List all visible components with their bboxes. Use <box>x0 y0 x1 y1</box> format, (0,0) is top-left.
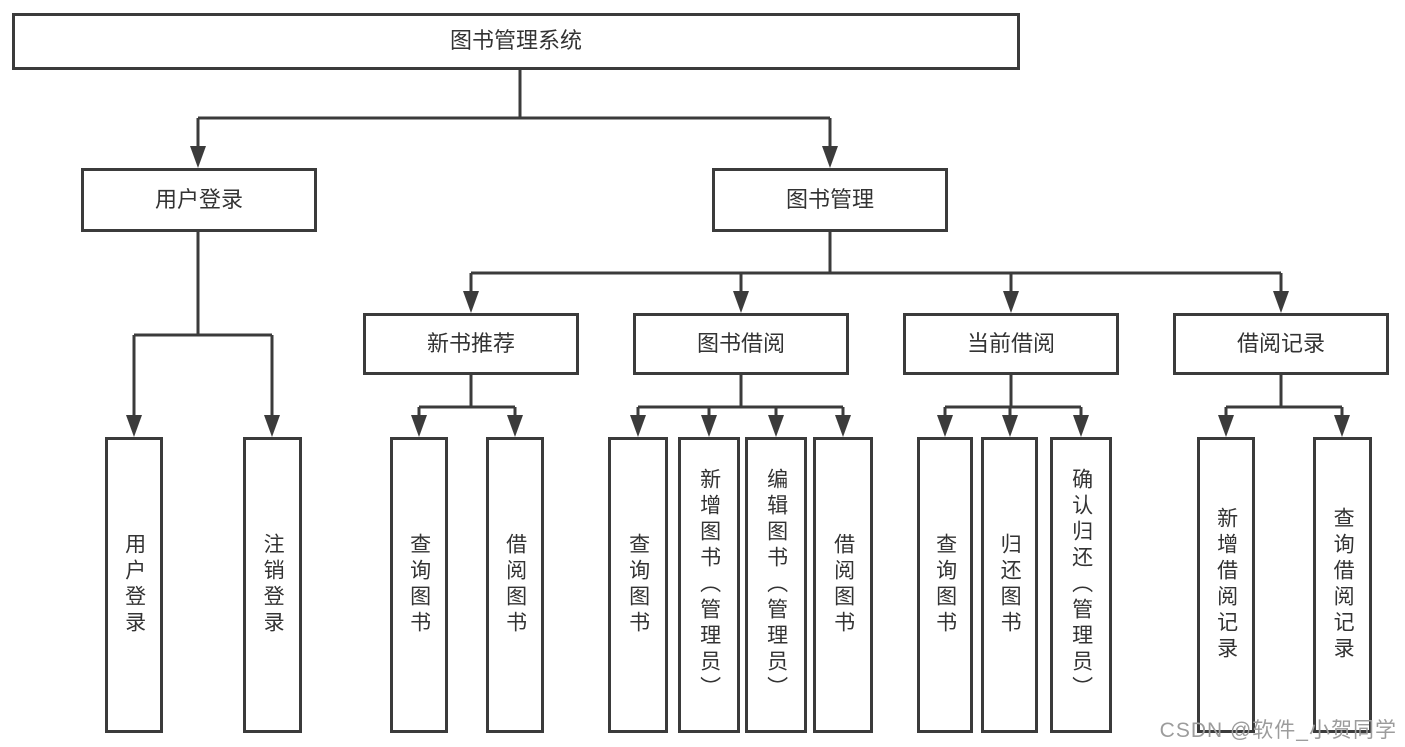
leaf-records-query-borrow-record: 查询借阅记录 <box>1313 437 1372 733</box>
node-borrowing-records: 借阅记录 <box>1173 313 1389 375</box>
leaf-user-login: 用户登录 <box>105 437 163 733</box>
node-new-book-recommendation: 新书推荐 <box>363 313 579 375</box>
leaf-recommend-borrow-books: 借阅图书 <box>486 437 544 733</box>
leaf-logout: 注销登录 <box>243 437 302 733</box>
leaf-borrowing-borrow-books: 借阅图书 <box>813 437 873 733</box>
leaf-recommend-query-books: 查询图书 <box>390 437 448 733</box>
node-user-login: 用户登录 <box>81 168 317 232</box>
leaf-borrowing-add-books-admin: 新增图书（管理员） <box>678 437 740 733</box>
leaf-records-add-borrow-record: 新增借阅记录 <box>1197 437 1255 733</box>
leaf-current-query-books: 查询图书 <box>917 437 973 733</box>
leaf-current-return-books: 归还图书 <box>981 437 1038 733</box>
arrowheads <box>126 146 1350 437</box>
leaf-current-confirm-return-admin: 确认归还（管理员） <box>1050 437 1112 733</box>
node-current-borrowing: 当前借阅 <box>903 313 1119 375</box>
leaf-borrowing-edit-books-admin: 编辑图书（管理员） <box>745 437 807 733</box>
node-library-system: 图书管理系统 <box>12 13 1020 70</box>
node-book-management: 图书管理 <box>712 168 948 232</box>
leaf-borrowing-query-books: 查询图书 <box>608 437 668 733</box>
node-book-borrowing: 图书借阅 <box>633 313 849 375</box>
watermark: CSDN @软件_小贺同学 <box>1159 719 1397 742</box>
